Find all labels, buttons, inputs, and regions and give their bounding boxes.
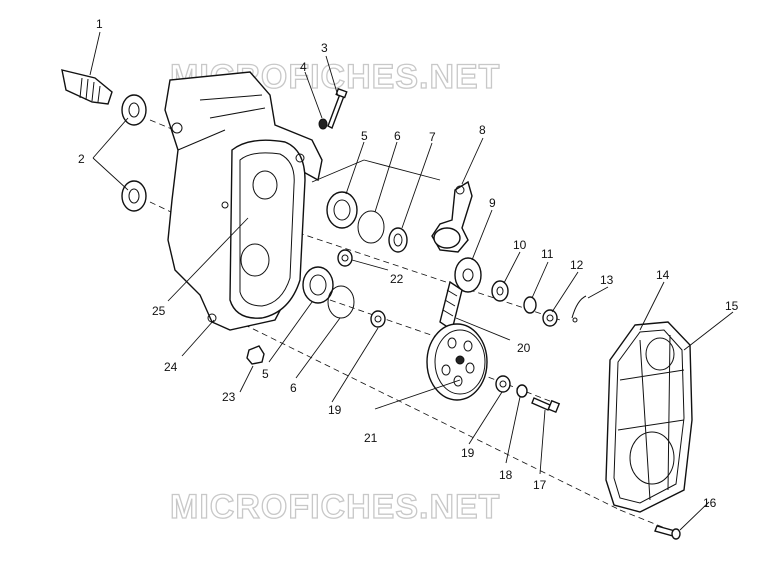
callout-14: 14 xyxy=(656,268,670,282)
part-bearing-lower xyxy=(302,266,334,304)
callout-2: 2 xyxy=(78,152,85,166)
part-washer-11 xyxy=(523,296,537,314)
callout-3: 3 xyxy=(321,41,328,55)
callout-19-upper: 19 xyxy=(328,403,342,417)
callout-11: 11 xyxy=(541,247,554,261)
part-cotter-pin-13 xyxy=(571,295,587,323)
part-washer-19-upper xyxy=(370,310,386,328)
part-nut-22 xyxy=(337,249,353,267)
callout-7: 7 xyxy=(429,130,436,144)
callout-23: 23 xyxy=(222,390,236,404)
callout-16: 16 xyxy=(703,496,717,510)
callout-20: 20 xyxy=(517,341,531,355)
part-seal-upper xyxy=(121,94,147,126)
part-washer-19-lower xyxy=(495,375,511,393)
callout-21: 21 xyxy=(364,431,378,445)
callout-22: 22 xyxy=(390,272,404,286)
part-input-shaft xyxy=(61,69,113,105)
part-chaincase-housing xyxy=(164,71,323,331)
callout-5-upper: 5 xyxy=(361,129,368,143)
part-bolt-3 xyxy=(327,87,348,129)
callout-13: 13 xyxy=(600,273,614,287)
part-washer-10 xyxy=(491,280,509,302)
part-bearing-upper xyxy=(326,191,358,229)
callout-6-lower: 6 xyxy=(290,381,297,395)
part-seal-lower xyxy=(121,180,147,212)
part-screw-16 xyxy=(654,525,681,540)
part-oring-upper xyxy=(357,210,385,244)
part-chain xyxy=(439,280,463,332)
part-tensioner-arm xyxy=(431,180,473,253)
callout-25: 25 xyxy=(152,304,166,318)
part-washer-18 xyxy=(516,384,528,398)
callout-6-upper: 6 xyxy=(394,129,401,143)
part-seal-7 xyxy=(388,227,408,253)
part-chaincase-cover xyxy=(605,321,693,513)
callout-4: 4 xyxy=(300,60,307,74)
leader-lines xyxy=(89,31,734,531)
callout-1: 1 xyxy=(96,17,103,31)
callout-9: 9 xyxy=(489,196,496,210)
callout-17: 17 xyxy=(533,478,547,492)
callout-labels: 1 2 3 4 5 6 7 8 9 10 11 12 13 14 15 16 1… xyxy=(78,17,739,510)
watermark-bottom: MICROFICHES.NET xyxy=(170,488,500,526)
callout-10: 10 xyxy=(513,238,527,252)
part-drain-plug xyxy=(246,345,265,365)
callout-12: 12 xyxy=(570,258,584,272)
callout-15: 15 xyxy=(725,299,739,313)
callout-8: 8 xyxy=(479,123,486,137)
part-sprocket-top xyxy=(454,257,482,293)
callout-18: 18 xyxy=(499,468,513,482)
callout-19-lower: 19 xyxy=(461,446,475,460)
callout-24: 24 xyxy=(164,360,178,374)
callout-5-lower: 5 xyxy=(262,367,269,381)
part-oring-lower xyxy=(327,285,355,319)
part-washer-4 xyxy=(318,118,328,130)
part-sprocket-bottom xyxy=(426,323,488,401)
part-nut-12 xyxy=(542,309,558,327)
part-bolt-17 xyxy=(531,397,561,414)
